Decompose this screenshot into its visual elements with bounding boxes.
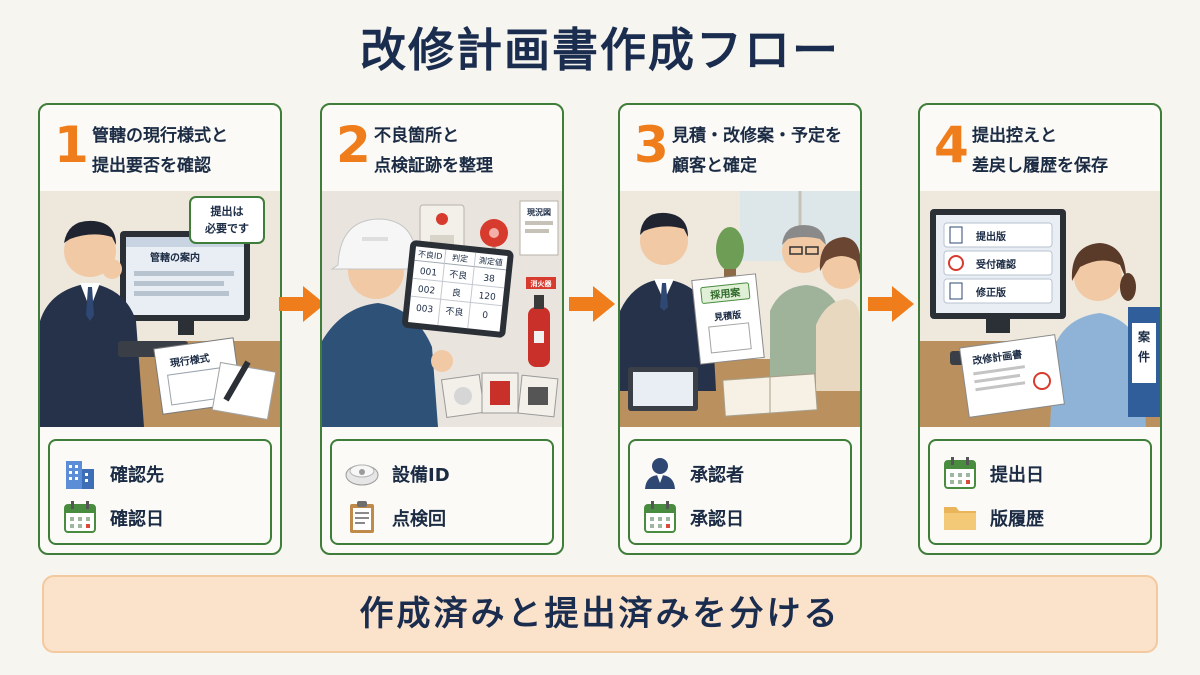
- step-number: 3: [634, 116, 669, 174]
- speech-bubble: 提出は 必要です: [189, 196, 265, 244]
- step-illustration: 管轄の案内 提出は 必要です: [40, 191, 280, 427]
- step-header: 3 見積・改修案・予定を 顧客と確定: [620, 105, 860, 191]
- info-item: 確認先: [62, 455, 262, 491]
- folder-icon: [942, 499, 978, 535]
- info-label: 提出日: [990, 465, 1044, 486]
- step-title-line: 見積・改修案・予定を: [672, 126, 842, 146]
- flow-arrow-icon: [279, 284, 325, 324]
- step-card-3: 3 見積・改修案・予定を 顧客と確定: [618, 103, 862, 555]
- monitor-item: 受付確認: [976, 258, 1016, 271]
- step-title: 管轄の現行様式と 提出要否を確認: [92, 121, 228, 181]
- speech-text: 提出は: [211, 204, 244, 218]
- binder-icon: 案 件: [1128, 307, 1160, 417]
- step-title: 見積・改修案・予定を 顧客と確定: [672, 121, 842, 181]
- info-item: 承認者: [642, 455, 842, 491]
- info-label: 承認日: [690, 509, 744, 530]
- step-number: 2: [336, 116, 371, 174]
- plan-document-icon: 改修計画書: [959, 334, 1065, 418]
- customer-illustration: [816, 237, 860, 391]
- step-title-line: 差戻し履歴を保存: [972, 156, 1108, 176]
- step-title: 不良箇所と 点検証跡を整理: [374, 121, 493, 181]
- table-header: 測定値: [478, 255, 503, 267]
- info-item: 提出日: [942, 455, 1142, 491]
- info-label: 確認日: [110, 509, 164, 530]
- step-title-line: 顧客と確定: [672, 156, 757, 176]
- poster-text: 現況図: [527, 207, 551, 217]
- tablet-icon: 不良ID 判定 測定値 001 不良 38 002 良 120 003 不良 0: [402, 240, 514, 338]
- step-illustration: 採用案 見積版: [620, 191, 860, 427]
- speech-text: 必要です: [204, 221, 249, 235]
- table-cell: 38: [483, 274, 496, 285]
- smoke-detector-icon: [344, 455, 380, 491]
- doc-label: 見積版: [713, 309, 742, 324]
- table-cell: 不良: [449, 268, 468, 282]
- table-cell: 不良: [445, 305, 464, 319]
- step-info-box: 提出日 版履歴: [928, 439, 1152, 545]
- doc-label: 採用案: [710, 286, 742, 302]
- calendar-icon: [942, 455, 978, 491]
- extinguisher-sign: 消火器: [531, 279, 553, 288]
- step-info-box: 確認先 確認日: [48, 439, 272, 545]
- table-header: 判定: [452, 252, 469, 264]
- calendar-icon: [62, 499, 98, 535]
- info-item: 確認日: [62, 499, 262, 535]
- step-header: 4 提出控えと 差戻し履歴を保存: [920, 105, 1160, 191]
- table-cell: 001: [419, 267, 437, 279]
- table-header: 不良ID: [417, 249, 442, 262]
- table-cell: 良: [451, 286, 461, 299]
- info-item: 設備ID: [344, 455, 544, 491]
- info-label: 確認先: [110, 465, 164, 486]
- step-card-2: 2 不良箇所と 点検証跡を整理 現況図 消火器: [320, 103, 564, 555]
- monitor-icon: 管轄の案内: [120, 231, 250, 335]
- info-item: 版履歴: [942, 499, 1142, 535]
- person-illustration: [40, 220, 144, 427]
- step-title-line: 管轄の現行様式と: [92, 126, 228, 146]
- table-cell: 120: [478, 291, 496, 303]
- monitor-icon: 提出版 受付確認 修正版: [930, 209, 1066, 333]
- info-label: 設備ID: [392, 465, 450, 486]
- step-title-line: 点検証跡を整理: [374, 156, 493, 176]
- table-cell: 002: [417, 285, 435, 297]
- binder-label: 件: [1138, 349, 1150, 364]
- flow-arrow-icon: [569, 284, 615, 324]
- step-title: 提出控えと 差戻し履歴を保存: [972, 121, 1108, 181]
- step-card-1: 1 管轄の現行様式と 提出要否を確認 管轄の案内 提出は: [38, 103, 282, 555]
- monitor-item: 修正版: [975, 286, 1006, 299]
- flow-arrow-icon: [868, 284, 914, 324]
- info-item: 承認日: [642, 499, 842, 535]
- office-building-icon: [62, 455, 98, 491]
- step-title-line: 提出要否を確認: [92, 156, 211, 176]
- summary-banner: 作成済みと提出済みを分ける: [42, 575, 1158, 653]
- monitor-item: 提出版: [976, 230, 1006, 243]
- step-title-line: 不良箇所と: [374, 126, 459, 146]
- proposal-document-icon: 採用案 見積版: [691, 273, 765, 365]
- calendar-icon: [642, 499, 678, 535]
- clipboard-icon: [344, 499, 380, 535]
- info-label: 版履歴: [990, 509, 1044, 530]
- person-icon: [642, 455, 678, 491]
- page-title: 改修計画書作成フロー: [360, 23, 840, 77]
- info-item: 点検回: [344, 499, 544, 535]
- table-cell: 0: [482, 311, 489, 322]
- info-label: 点検回: [392, 509, 446, 530]
- step-header: 1 管轄の現行様式と 提出要否を確認: [40, 105, 280, 191]
- step-number: 1: [54, 116, 89, 174]
- table-cell: 003: [415, 304, 433, 316]
- worker-illustration: [322, 218, 453, 427]
- step-header: 2 不良箇所と 点検証跡を整理: [322, 105, 562, 191]
- step-card-4: 4 提出控えと 差戻し履歴を保存 提出版 受付確認 修正版: [918, 103, 1162, 555]
- person-illustration: [620, 212, 716, 391]
- fire-extinguisher-icon: [528, 295, 550, 367]
- step-title-line: 提出控えと: [972, 126, 1057, 146]
- step-illustration: 現況図 消火器: [322, 191, 562, 427]
- step-info-box: 設備ID 点検回: [330, 439, 554, 545]
- step-illustration: 提出版 受付確認 修正版 案 件: [920, 191, 1160, 427]
- monitor-text: 管轄の案内: [150, 251, 200, 264]
- step-info-box: 承認者 承認日: [628, 439, 852, 545]
- step-number: 4: [934, 116, 969, 174]
- binder-label: 案: [1137, 329, 1151, 344]
- person-illustration: [1050, 243, 1146, 427]
- info-label: 承認者: [690, 465, 744, 486]
